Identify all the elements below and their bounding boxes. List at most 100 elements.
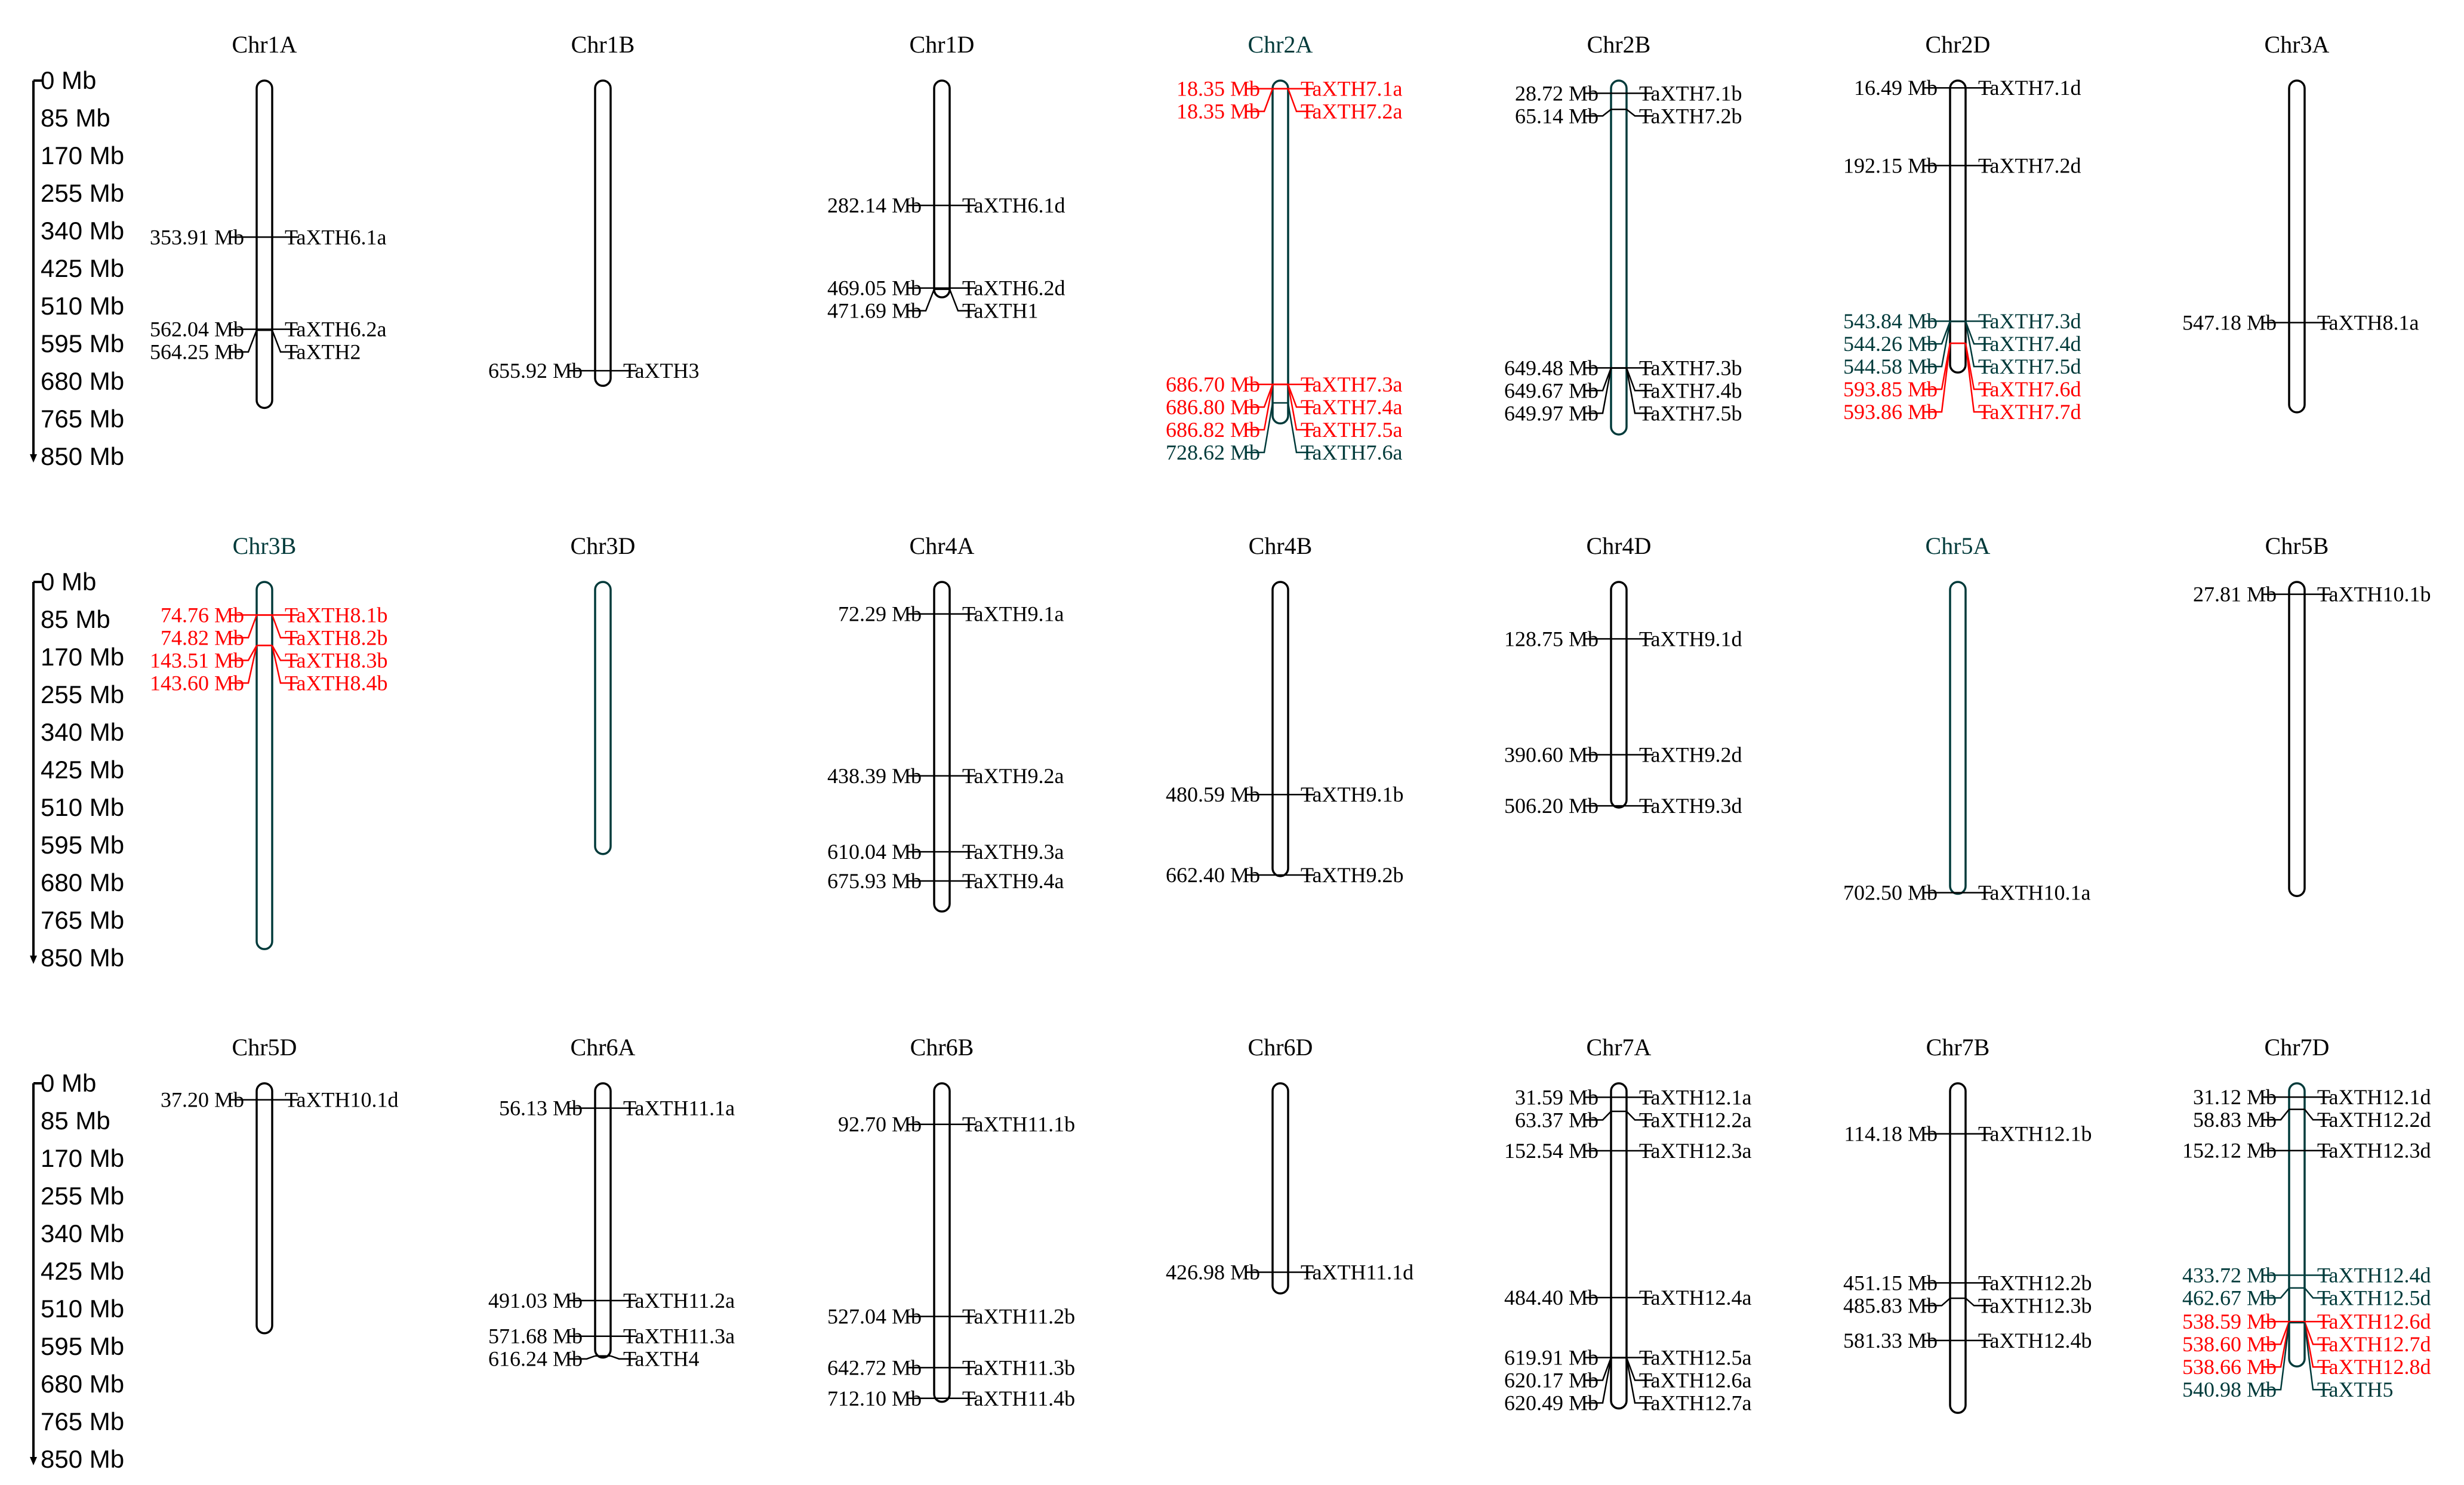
axis-tick-label: 85 Mb	[41, 605, 110, 633]
gene-position-label: 114.18 Mb	[1844, 1122, 1938, 1146]
gene-name-label: TaXTH9.2a	[962, 764, 1064, 788]
gene-position-label: 18.35 Mb	[1176, 100, 1260, 124]
gene-connector-right	[271, 615, 299, 639]
gene-name-label: TaXTH12.8d	[2317, 1355, 2431, 1379]
gene-position-label: 433.72 Mb	[2182, 1263, 2277, 1287]
gene-connector-right	[2304, 1108, 2331, 1121]
axis-tick-label: 765 Mb	[41, 906, 124, 934]
gene-connector-right	[1965, 1298, 1992, 1307]
axis-arrow	[30, 956, 37, 964]
gene-connector-left	[1923, 321, 1951, 368]
gene-position-label: 675.93 Mb	[827, 869, 922, 893]
gene-name-label: TaXTH9.3d	[1639, 794, 1742, 818]
gene-position-label: 353.91 Mb	[150, 225, 244, 249]
chromosome-body	[255, 79, 273, 409]
gene-position-label: 649.97 Mb	[1504, 401, 1598, 425]
gene-name-label: TaXTH8.3b	[285, 648, 387, 672]
gene-name-label: TaXTH11.1a	[623, 1096, 735, 1120]
gene-position-label: 506.20 Mb	[1504, 794, 1598, 818]
axis-tick-label: 510 Mb	[41, 1295, 124, 1323]
gene-connector-left	[1584, 1357, 1612, 1381]
chromosome-title: Chr7A	[1587, 1034, 1652, 1061]
axis-tick-label: 850 Mb	[41, 944, 124, 972]
gene-position-label: 538.66 Mb	[2182, 1355, 2277, 1379]
axis-tick-label: 425 Mb	[41, 254, 124, 282]
gene-name-label: TaXTH6.2d	[962, 276, 1065, 300]
chromosome-title: Chr6B	[910, 1034, 974, 1061]
gene-position-label: 649.67 Mb	[1504, 378, 1598, 402]
gene-connector-left	[1584, 368, 1612, 414]
gene-position-label: 128.75 Mb	[1504, 627, 1598, 651]
gene-name-label: TaXTH7.3a	[1301, 372, 1402, 396]
gene-name-label: TaXTH7.6a	[1301, 440, 1402, 464]
gene-position-label: 471.69 Mb	[827, 299, 922, 323]
gene-position-label: 485.83 Mb	[1843, 1293, 1938, 1317]
gene-name-label: TaXTH7.1a	[1301, 77, 1402, 101]
gene-name-label: TaXTH12.7d	[2317, 1332, 2431, 1356]
gene-position-label: 143.60 Mb	[150, 671, 244, 695]
gene-position-label: 192.15 Mb	[1843, 153, 1938, 177]
gene-connector-left	[2262, 1287, 2290, 1299]
gene-connector-left	[230, 329, 258, 353]
gene-name-label: TaXTH9.3a	[962, 840, 1064, 864]
gene-position-label: 543.84 Mb	[1843, 309, 1938, 333]
chromosome-body	[933, 79, 951, 298]
gene-name-label: TaXTH9.1a	[962, 602, 1064, 626]
gene-name-label: TaXTH11.1d	[1301, 1260, 1413, 1284]
gene-name-label: TaXTH7.3d	[1978, 309, 2081, 333]
gene-name-label: TaXTH12.4a	[1639, 1286, 1751, 1310]
gene-position-label: 642.72 Mb	[827, 1355, 922, 1379]
chromosome-title: Chr1D	[910, 31, 975, 58]
chromosome-body	[933, 1082, 951, 1403]
gene-connector-left	[230, 645, 258, 684]
axis-tick-label: 0 Mb	[41, 568, 96, 596]
gene-name-label: TaXTH9.4a	[962, 869, 1064, 893]
gene-connector-left	[568, 1355, 596, 1360]
chromosome-title: Chr6A	[571, 1034, 636, 1061]
gene-position-label: 581.33 Mb	[1843, 1329, 1938, 1352]
gene-name-label: TaXTH11.2a	[623, 1289, 735, 1313]
axis-tick-label: 850 Mb	[41, 1445, 124, 1473]
gene-connector-right	[2303, 1321, 2331, 1345]
chromosome-body	[1949, 79, 1967, 374]
axis-tick-label: 765 Mb	[41, 1407, 124, 1435]
axis-tick-label: 170 Mb	[41, 643, 124, 671]
gene-connector-right	[271, 329, 299, 353]
axis-tick-label: 255 Mb	[41, 179, 124, 207]
gene-position-label: 649.48 Mb	[1504, 356, 1598, 380]
gene-name-label: TaXTH7.6d	[1978, 377, 2081, 401]
gene-connector-left	[1923, 343, 1951, 413]
gene-name-label: TaXTH7.5d	[1978, 355, 2081, 378]
gene-name-label: TaXTH12.4d	[2317, 1263, 2431, 1287]
gene-name-label: TaXTH11.1b	[962, 1113, 1075, 1136]
gene-name-label: TaXTH7.2d	[1978, 153, 2081, 177]
gene-connector-left	[1584, 1111, 1612, 1121]
chromosome-title: Chr2A	[1248, 31, 1313, 58]
gene-name-label: TaXTH12.6d	[2317, 1310, 2431, 1333]
gene-position-label: 619.91 Mb	[1504, 1345, 1598, 1369]
